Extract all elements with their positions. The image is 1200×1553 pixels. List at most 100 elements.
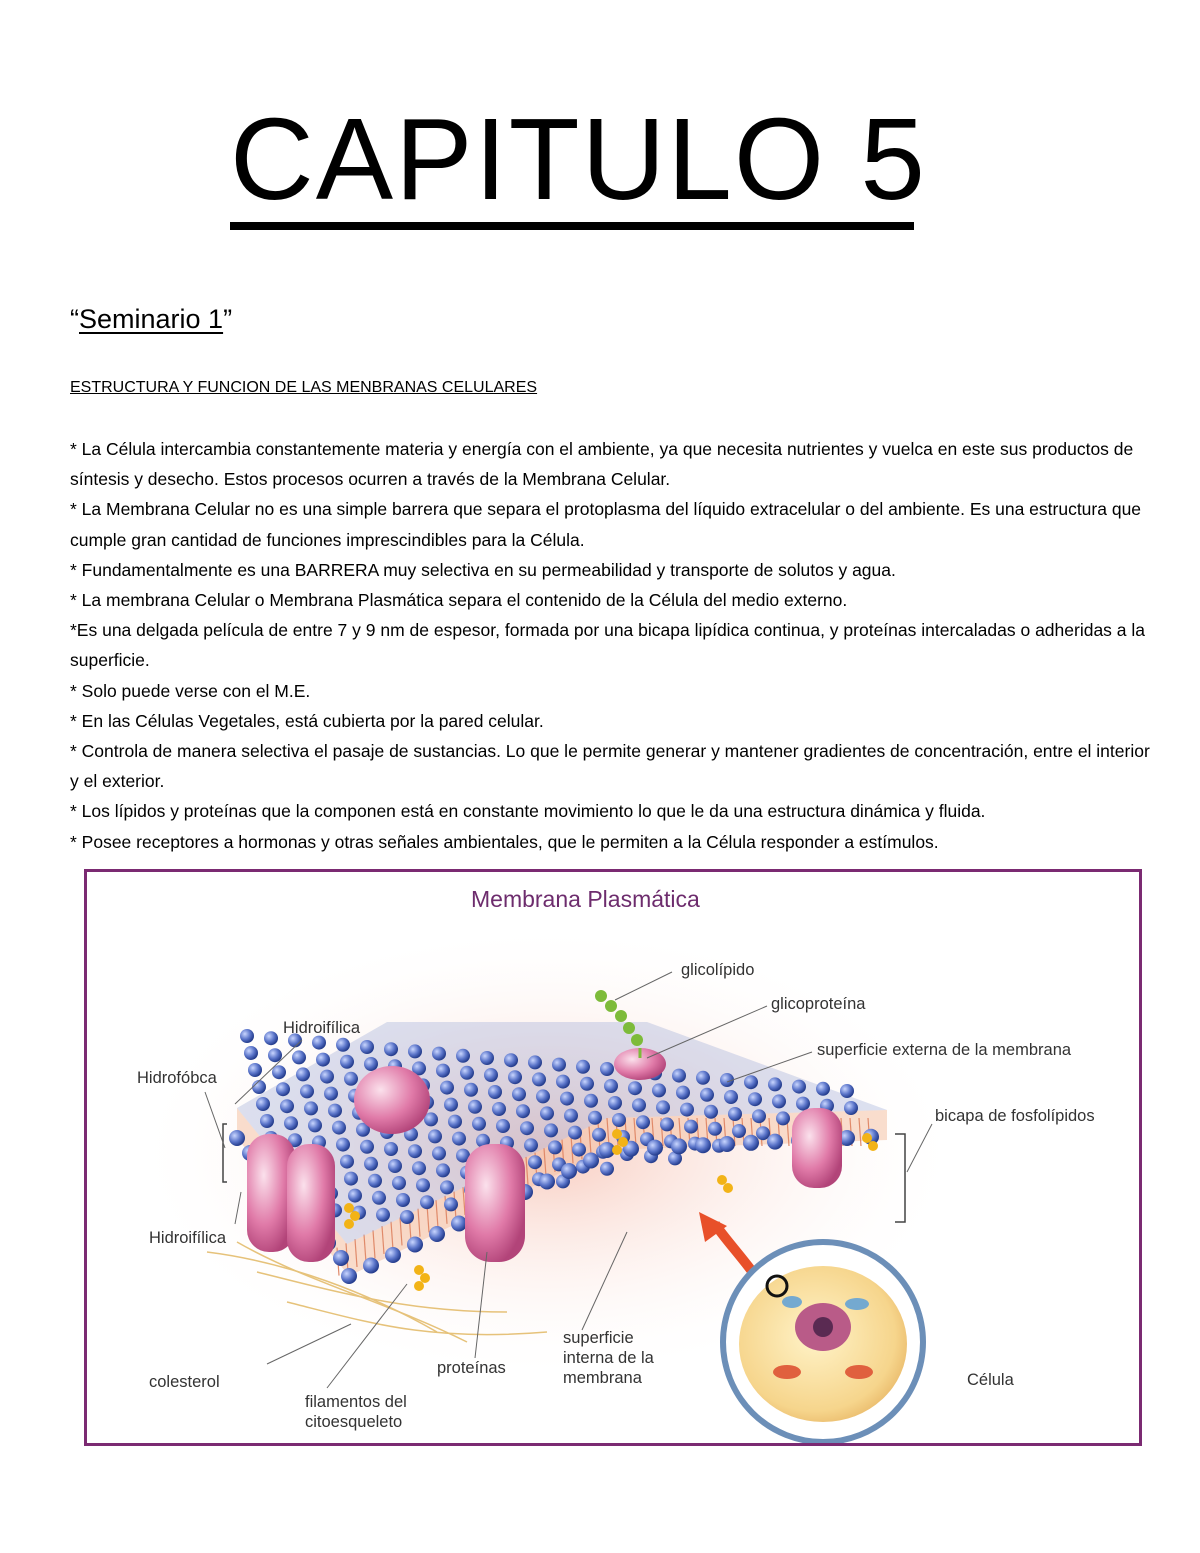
phospholipid-head <box>488 1085 502 1099</box>
lipid-tail <box>462 1187 466 1216</box>
phospholipid-head <box>536 1089 550 1104</box>
phospholipid-head <box>660 1117 674 1132</box>
phospholipid-head <box>440 1180 454 1195</box>
phospholipid-head <box>604 1079 618 1093</box>
phospholipid-head <box>704 1104 718 1119</box>
phospholipid-head <box>464 1082 478 1097</box>
phospholipid-head <box>412 1061 426 1076</box>
phospholipid-head <box>484 1068 498 1082</box>
paragraph: * Posee receptores a hormonas y otras se… <box>70 831 939 852</box>
label-superficie-interna: superficie interna de la membrana <box>563 1329 654 1387</box>
phospholipid-head <box>671 1138 687 1155</box>
phospholipid-head <box>229 1130 245 1146</box>
title-underline <box>230 222 914 230</box>
phospholipid-head <box>564 1108 578 1123</box>
phospholipid-head <box>276 1082 290 1097</box>
paragraph: * Fundamentalmente es una BARRERA muy se… <box>70 559 896 580</box>
phospholipid-head <box>256 1097 270 1111</box>
phospholipid-head <box>472 1116 486 1131</box>
phospholipid-head <box>428 1129 442 1144</box>
seminar-label: “Seminario 1” <box>70 302 232 336</box>
phospholipid-head <box>672 1068 686 1083</box>
phospholipid-head <box>344 1171 358 1186</box>
phospholipid-head <box>400 1210 414 1224</box>
paragraph: * Controla de manera selectiva el pasaje… <box>70 741 1150 792</box>
phospholipid-head <box>336 1037 350 1052</box>
phospholipid-head <box>296 1067 310 1082</box>
phospholipid-head <box>396 1193 410 1207</box>
phospholipid-head <box>360 1139 374 1154</box>
phospholipid-head <box>372 1190 386 1205</box>
phospholipid-head <box>280 1099 294 1114</box>
phospholipid-head <box>539 1173 555 1190</box>
paragraph: * La membrana Celular o Membrana Plasmát… <box>70 590 848 611</box>
lipid-tail <box>435 1200 439 1229</box>
label-proteinas: proteínas <box>437 1359 506 1377</box>
phospholipid-head <box>340 1054 354 1069</box>
seminar-open-quote: “ <box>70 304 79 334</box>
channel-protein-left <box>247 1134 295 1252</box>
phospholipid-head <box>752 1109 766 1124</box>
phospholipid-head <box>348 1188 362 1203</box>
phospholipid-head <box>696 1070 710 1085</box>
body-text: * La Célula intercambia constantemente m… <box>70 434 1160 857</box>
phospholipid-head <box>556 1074 570 1089</box>
phospholipid-head <box>600 1062 614 1076</box>
phospholipid-head <box>356 1122 370 1137</box>
paragraph: * Los lípidos y proteínas que la compone… <box>70 801 986 822</box>
phospholipid-head <box>839 1130 855 1146</box>
phospholipid-head <box>480 1051 494 1065</box>
phospholipid-head <box>724 1090 738 1104</box>
lipid-tail <box>633 1117 637 1147</box>
phospholipid-head <box>444 1197 458 1212</box>
phospholipid-head <box>528 1055 542 1070</box>
phospholipid-head <box>647 1139 663 1156</box>
phospholipid-head <box>568 1125 582 1140</box>
phospholipid-head <box>240 1029 254 1043</box>
phospholipid-head <box>656 1100 670 1115</box>
phospholipid-head <box>561 1163 577 1179</box>
phospholipid-head <box>333 1250 349 1266</box>
phospholipid-head <box>844 1101 858 1115</box>
phospholipid-head <box>552 1057 566 1072</box>
phospholipid-head <box>456 1148 470 1163</box>
phospholipid-head <box>592 1127 606 1142</box>
chapter-title: CAPITULO 5 <box>230 94 927 224</box>
phospholipid-head <box>384 1142 398 1156</box>
phospholipid-head <box>732 1124 746 1138</box>
phospholipid-head <box>520 1121 534 1136</box>
phospholipid-head <box>312 1035 326 1050</box>
phospholipid-head <box>504 1053 518 1068</box>
phospholipid-head <box>448 1114 462 1129</box>
phospholipid-head <box>776 1111 790 1126</box>
seminar-text: Seminario 1 <box>79 304 224 334</box>
phospholipid-head <box>416 1178 430 1193</box>
paragraph: * En las Células Vegetales, está cubiert… <box>70 710 544 731</box>
label-pointer-lines <box>204 971 933 1389</box>
phospholipid-head <box>476 1133 490 1148</box>
lipid-tail <box>417 1208 421 1237</box>
label-superficie-externa: superficie externa de la membrana <box>817 1041 1072 1059</box>
label-glicoproteina: glicoproteína <box>771 995 866 1013</box>
label-celula: Célula <box>967 1371 1014 1389</box>
glycoprotein-body <box>614 1048 666 1080</box>
cell-illustration <box>720 1239 926 1443</box>
phospholipid-head <box>632 1098 646 1113</box>
phospholipid-head <box>572 1142 586 1157</box>
phospholipid-head <box>272 1065 286 1080</box>
phospholipid-head <box>408 1044 422 1059</box>
phospholipid-head <box>584 1093 598 1108</box>
channel-protein-center <box>465 1144 525 1262</box>
phospholipid-head <box>512 1087 526 1102</box>
phospholipid-head <box>516 1104 530 1119</box>
phospholipid-head <box>612 1113 626 1127</box>
phospholipid-head <box>600 1161 614 1176</box>
paragraph: * La Célula intercambia constantemente m… <box>70 439 1134 490</box>
chapter-title-block: CAPITULO 5 <box>230 94 927 230</box>
phospholipid-head <box>708 1121 722 1136</box>
phospholipid-head <box>260 1114 274 1128</box>
zoom-arrow-head <box>699 1212 727 1242</box>
phospholipid-head <box>308 1118 322 1133</box>
phospholipid-head <box>540 1106 554 1121</box>
phospholipid-head <box>728 1107 742 1121</box>
